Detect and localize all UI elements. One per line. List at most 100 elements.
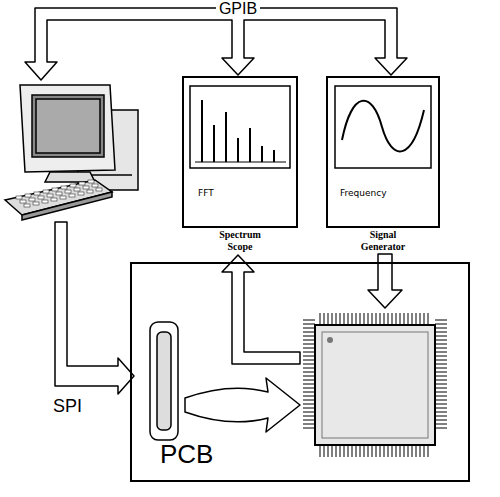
chip-pin: [435, 428, 447, 429]
chip-pin: [303, 408, 315, 409]
chip-pin: [303, 388, 315, 389]
keyboard-key: [61, 186, 67, 189]
chip-pin: [303, 324, 315, 325]
panel-text: FFT: [198, 188, 278, 198]
computer-icon: [5, 85, 138, 220]
connector-symbol: [150, 322, 178, 440]
board-label: PCB: [160, 440, 260, 470]
chip-pin: [364, 313, 365, 325]
chip-pin: [356, 313, 357, 325]
keyboard-key: [29, 198, 35, 201]
chip-pin: [416, 445, 417, 457]
chip-pin: [420, 313, 421, 325]
instrument-caption: Signal Generator: [354, 229, 412, 252]
chip-pin: [435, 392, 447, 393]
chip-pin: [303, 372, 315, 373]
chip-pin: [435, 364, 447, 365]
chip-pin: [356, 445, 357, 457]
chip-pin: [352, 445, 353, 457]
chip-pin: [404, 313, 405, 325]
chip-dot: [327, 337, 333, 343]
keyboard-key: [78, 192, 84, 195]
chip-pins: [303, 313, 447, 457]
scope-arrow: [222, 255, 300, 364]
generator-screen: [335, 86, 431, 168]
chip-pin: [320, 445, 321, 457]
chip-pin: [336, 313, 337, 325]
chip-pin: [303, 348, 315, 349]
chip-body-inner: [322, 332, 428, 438]
panel-text: Frequency: [340, 188, 430, 198]
chip-pin: [303, 360, 315, 361]
chip-pin: [435, 376, 447, 377]
keyboard-key: [79, 182, 85, 185]
keyboard-key: [56, 192, 62, 195]
chip-pin: [303, 368, 315, 369]
chip-pin: [360, 313, 361, 325]
chip-pin: [435, 396, 447, 397]
instrument-frame: [182, 76, 298, 228]
chip-pin: [344, 313, 345, 325]
chip-pin: [435, 384, 447, 385]
chip-pin: [303, 356, 315, 357]
chip-pin: [340, 313, 341, 325]
chip-pin: [303, 424, 315, 425]
chip-pin: [400, 313, 401, 325]
chip-pin: [435, 348, 447, 349]
chip-pin: [303, 328, 315, 329]
chip-pin: [384, 445, 385, 457]
chip-pin: [372, 445, 373, 457]
chip-pin: [420, 445, 421, 457]
chip-pin: [435, 336, 447, 337]
chip-pin: [435, 420, 447, 421]
chip-pin: [435, 352, 447, 353]
chip-body: [315, 325, 435, 445]
spi-arrow: [55, 222, 134, 394]
chip-pin: [336, 445, 337, 457]
chip-pin: [388, 313, 389, 325]
chip-pin: [303, 404, 315, 405]
chip-pin: [303, 364, 315, 365]
chip-pin: [388, 445, 389, 457]
pcb-board: PCB: [130, 262, 470, 482]
chip-pin: [396, 445, 397, 457]
keyboard-key: [20, 200, 26, 203]
chip-pin: [435, 416, 447, 417]
chip-pin: [412, 313, 413, 325]
chip-pin: [380, 445, 381, 457]
chip-pin: [332, 313, 333, 325]
chip-pin: [348, 313, 349, 325]
keyboard-key: [51, 198, 57, 201]
chip-pin: [368, 445, 369, 457]
chip-pin: [380, 313, 381, 325]
chip-pin: [303, 320, 315, 321]
chip-pin: [400, 445, 401, 457]
keyboard-key: [70, 184, 76, 187]
chip-pin: [303, 376, 315, 377]
chip-pin: [384, 313, 385, 325]
keyboard-keys: [16, 180, 102, 207]
instrument-frame: [326, 76, 440, 228]
chip-pin: [303, 384, 315, 385]
chip-pin: [303, 392, 315, 393]
instrument-box: FrequencySignal Generator: [326, 76, 440, 256]
chip-pin: [364, 445, 365, 457]
chip-pin: [324, 445, 325, 457]
keyboard-key: [65, 190, 71, 193]
keyboard-key: [69, 194, 75, 197]
chip-pin: [303, 420, 315, 421]
data-arrow: [185, 378, 300, 432]
chip-pin: [303, 380, 315, 381]
chip-pin: [303, 396, 315, 397]
chip-pin: [303, 400, 315, 401]
keyboard-key: [25, 194, 31, 197]
chip-pin: [348, 445, 349, 457]
chip-pin: [372, 313, 373, 325]
chip-pin: [303, 416, 315, 417]
keyboard-key: [43, 190, 49, 193]
keyboard-key: [83, 186, 89, 189]
chip-pin: [435, 324, 447, 325]
keyboard-key: [34, 192, 40, 195]
chip-pin: [435, 400, 447, 401]
chip-pin: [404, 445, 405, 457]
